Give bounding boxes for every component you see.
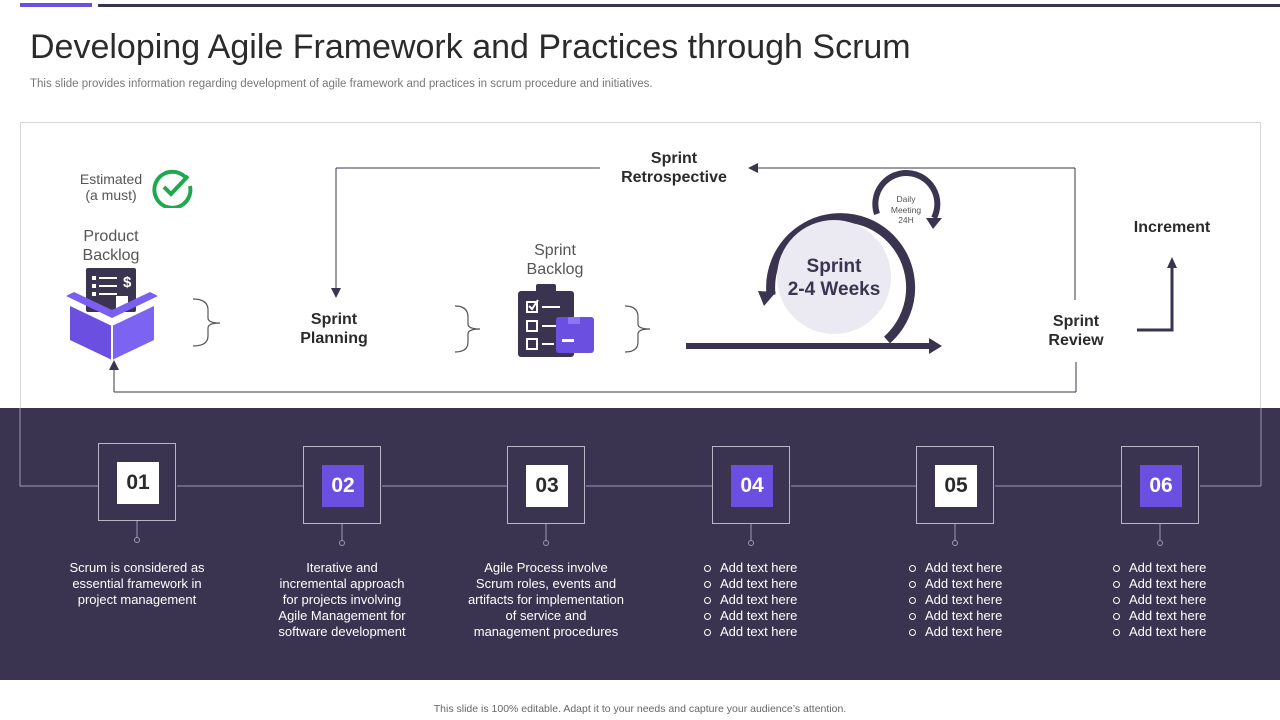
top-accent-bar <box>20 3 92 7</box>
list-item: Add text here <box>907 608 1002 624</box>
list-item: Add text here <box>702 592 797 608</box>
step-box-03: 03 <box>507 446 585 524</box>
list-item: Add text here <box>907 624 1002 640</box>
step-list-06: Add text here Add text here Add text her… <box>1111 560 1206 640</box>
list-item: Add text here <box>1111 576 1206 592</box>
step-box-04: 04 <box>712 446 790 524</box>
estimated-label: Estimated(a must) <box>79 171 143 203</box>
step-box-06: 06 <box>1121 446 1199 524</box>
page-subtitle: This slide provides information regardin… <box>30 78 653 90</box>
list-item: Add text here <box>1111 608 1206 624</box>
step-number-01: 01 <box>117 462 159 504</box>
step-box-02: 02 <box>303 446 381 524</box>
list-item: Add text here <box>702 560 797 576</box>
step-number-03: 03 <box>526 465 568 507</box>
step-list-05: Add text here Add text here Add text her… <box>907 560 1002 640</box>
step-number-02: 02 <box>322 465 364 507</box>
list-item: Add text here <box>907 560 1002 576</box>
list-item: Add text here <box>702 624 797 640</box>
return-loop-line <box>113 362 1077 393</box>
steps-band <box>0 408 1280 680</box>
check-circle-icon <box>152 169 193 208</box>
page-title: Developing Agile Framework and Practices… <box>30 28 911 66</box>
step-number-06: 06 <box>1140 465 1182 507</box>
retrospective-loop-line <box>335 167 1076 300</box>
step-list-04: Add text here Add text here Add text her… <box>702 560 797 640</box>
increment-arrow <box>1137 257 1177 332</box>
list-item: Add text here <box>1111 624 1206 640</box>
list-item: Add text here <box>702 576 797 592</box>
step-number-05: 05 <box>935 465 977 507</box>
increment-label: Increment <box>1133 219 1211 236</box>
diagram-frame <box>20 122 1261 412</box>
list-item: Add text here <box>702 608 797 624</box>
footer-note: This slide is 100% editable. Adapt it to… <box>433 703 847 715</box>
product-backlog-box-icon: $ <box>66 268 158 360</box>
list-item: Add text here <box>907 592 1002 608</box>
step-box-01: 01 <box>98 443 176 521</box>
list-item: Add text here <box>907 576 1002 592</box>
sprint-cycle-graphic <box>686 170 942 354</box>
sprint-backlog-clipboard-icon <box>518 284 594 357</box>
top-divider-line <box>98 4 1280 7</box>
list-item: Add text here <box>1111 592 1206 608</box>
svg-text:$: $ <box>123 274 132 291</box>
step-number-04: 04 <box>731 465 773 507</box>
step-box-05: 05 <box>916 446 994 524</box>
list-item: Add text here <box>1111 560 1206 576</box>
bracket-shapes <box>192 298 651 353</box>
